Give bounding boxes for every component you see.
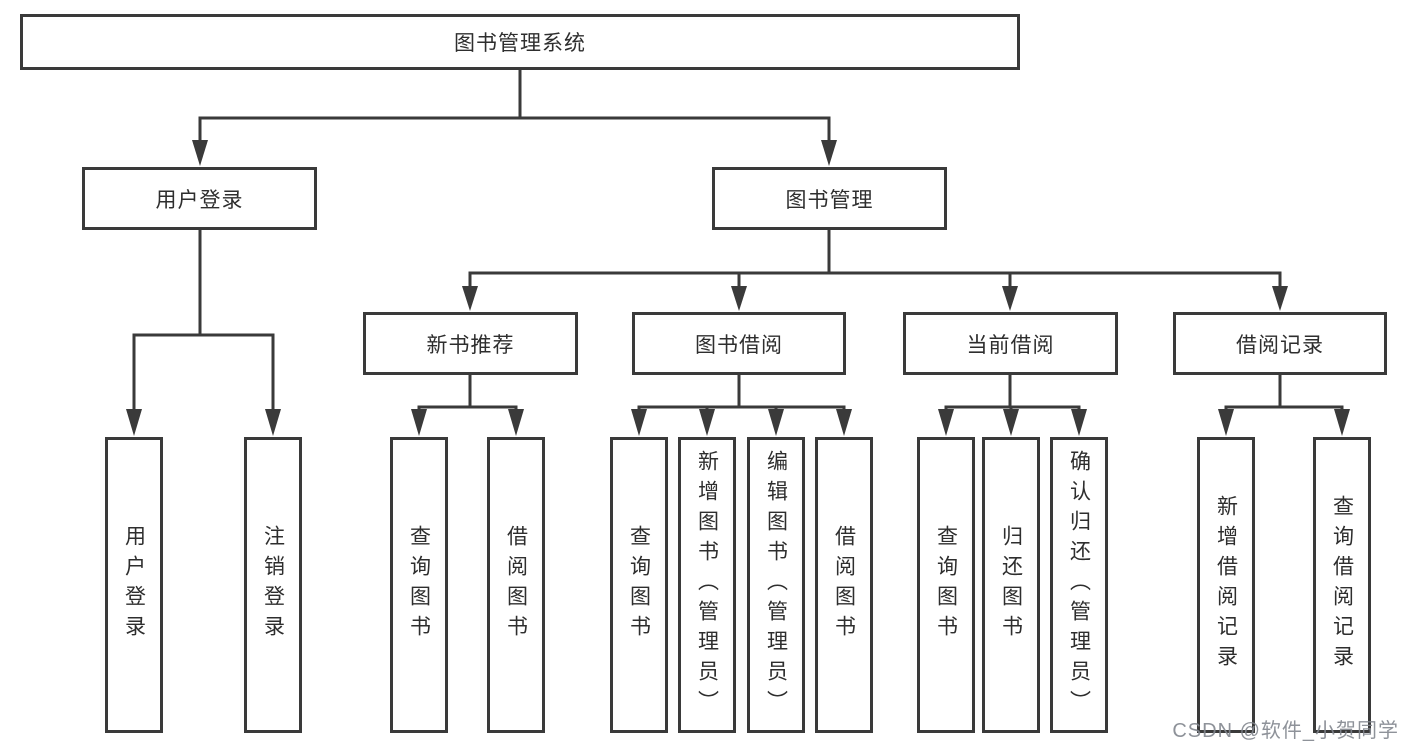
node-label: 图书管理 [785,188,874,212]
node-leaf-logout: 注销登录 [244,437,302,733]
arrow-icon [836,409,852,436]
node-label: 用户登录 [122,525,146,645]
connector-book-management [468,230,1282,287]
node-leaf-add-borrow-record: 新增借阅记录 [1197,437,1255,733]
node-label: 新书推荐 [426,333,515,357]
node-leaf-query-book-3: 查询图书 [917,437,975,733]
arrow-icon [1272,286,1288,311]
arrow-icon [731,286,747,311]
arrow-icon [1003,409,1019,436]
node-book-borrow: 图书借阅 [632,312,846,375]
node-label: 用户登录 [155,188,244,212]
node-label: 当前借阅 [966,333,1055,357]
arrow-icon [631,409,647,436]
node-leaf-confirm-return-admin: 确认归还（管理员） [1050,437,1108,733]
node-leaf-query-book-1: 查询图书 [390,437,448,733]
node-label: 查询图书 [407,525,431,645]
arrow-icon [508,409,524,436]
node-leaf-query-borrow-record: 查询借阅记录 [1313,437,1371,733]
node-current-borrow: 当前借阅 [903,312,1118,375]
arrow-icon [1334,409,1350,436]
connector-new-book [417,375,518,410]
arrow-icon [699,409,715,436]
node-new-book-recommend: 新书推荐 [363,312,578,375]
node-leaf-add-book-admin: 新增图书（管理员） [678,437,736,733]
arrow-icon [1071,409,1087,436]
csdn-watermark: CSDN @软件_小贺同学 [1172,720,1399,742]
arrow-icon [821,140,837,166]
connector-borrow-record [1224,375,1344,410]
connector-book-borrow [637,375,846,410]
node-label: 注销登录 [261,525,285,645]
connector-root [198,67,831,141]
node-leaf-borrow-book-1: 借阅图书 [487,437,545,733]
arrow-icon [192,140,208,166]
arrow-icon [126,409,142,436]
node-label: 查询图书 [627,525,651,645]
node-label: 编辑图书（管理员） [764,450,788,720]
node-leaf-borrow-book-2: 借阅图书 [815,437,873,733]
arrow-icon [1218,409,1234,436]
node-label: 借阅图书 [504,525,528,645]
node-label: 查询图书 [934,525,958,645]
arrow-icon [411,409,427,436]
node-leaf-user-login: 用户登录 [105,437,163,733]
node-label: 归还图书 [999,525,1023,645]
node-book-management: 图书管理 [712,167,947,230]
node-label: 查询借阅记录 [1330,495,1354,675]
node-label: 借阅记录 [1236,333,1324,357]
arrow-icon [1002,286,1018,311]
node-root-label: 图书管理系统 [454,32,586,55]
arrow-icon [938,409,954,436]
arrow-icon [265,409,281,436]
arrow-icon [462,286,478,311]
connector-current-borrow [944,375,1081,410]
node-label: 新增借阅记录 [1214,495,1238,675]
node-label: 图书借阅 [695,333,783,357]
node-root: 图书管理系统 [20,14,1020,70]
node-label: 借阅图书 [832,525,856,645]
node-label: 确认归还（管理员） [1067,450,1091,720]
node-leaf-edit-book-admin: 编辑图书（管理员） [747,437,805,733]
connector-user-login [132,230,275,410]
node-user-login: 用户登录 [82,167,317,230]
arrowheads [126,140,1350,436]
node-leaf-query-book-2: 查询图书 [610,437,668,733]
arrow-icon [768,409,784,436]
node-label: 新增图书（管理员） [695,450,719,720]
connector-paths [132,67,1344,410]
node-borrow-record: 借阅记录 [1173,312,1387,375]
node-leaf-return-book: 归还图书 [982,437,1040,733]
